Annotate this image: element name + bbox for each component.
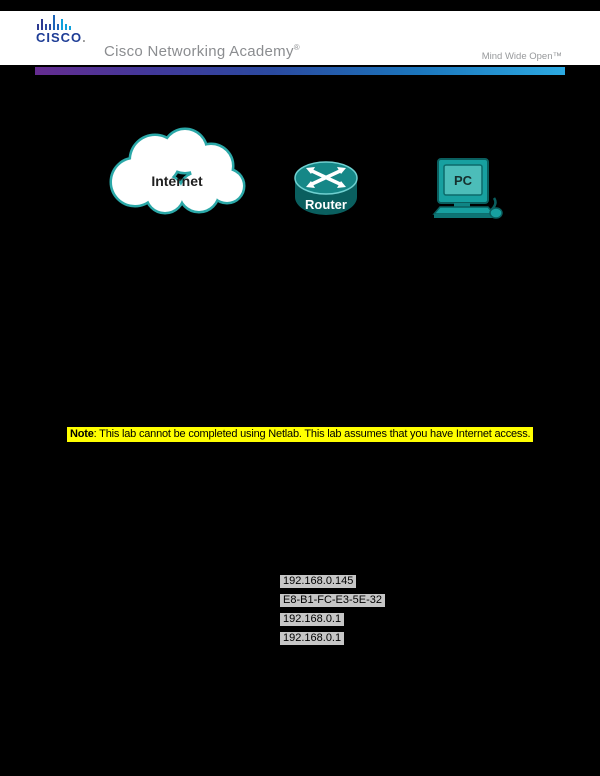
pc-label: PC bbox=[454, 173, 473, 188]
cisco-logo: CISCO. bbox=[36, 15, 106, 59]
cisco-logo-bars-icon bbox=[37, 15, 71, 30]
note-highlight: Note: This lab cannot be completed using… bbox=[67, 427, 534, 442]
academy-title: Cisco Networking Academy® bbox=[104, 43, 300, 60]
tagline: Mind Wide Open™ bbox=[481, 51, 562, 62]
internet-cloud-icon: Internet bbox=[103, 120, 251, 222]
academy-title-text: Cisco Networking Academy bbox=[104, 43, 294, 60]
value-row: 192.168.0.1 bbox=[280, 628, 385, 645]
cisco-wordmark: CISCO. bbox=[36, 31, 106, 44]
value-row: 192.168.0.145 bbox=[280, 571, 385, 588]
mac-address-value: E8-B1-FC-E3-5E-32 bbox=[280, 594, 386, 607]
page-header: CISCO. Cisco Networking Academy® Mind Wi… bbox=[0, 11, 600, 75]
value-row: E8-B1-FC-E3-5E-32 bbox=[280, 590, 386, 607]
router-icon: Router bbox=[293, 156, 359, 223]
router-label: Router bbox=[305, 197, 347, 212]
dhcp-server-value: 192.168.0.1 bbox=[280, 632, 345, 645]
pc-icon: PC bbox=[428, 156, 504, 229]
ip-address-value: 192.168.0.145 bbox=[280, 575, 357, 588]
note-text: : This lab cannot be completed using Net… bbox=[93, 428, 531, 440]
note-label: Note bbox=[70, 428, 94, 440]
cisco-wordmark-text: CISCO bbox=[36, 30, 83, 45]
value-row: 192.168.0.1 bbox=[280, 609, 385, 626]
cisco-wordmark-dot: . bbox=[82, 30, 87, 45]
header-accent-bar bbox=[35, 67, 565, 75]
registered-mark: ® bbox=[293, 43, 300, 52]
gateway-value: 192.168.0.1 bbox=[280, 613, 345, 626]
cloud-label: Internet bbox=[151, 173, 203, 189]
highlighted-values: 192.168.0.145 E8-B1-FC-E3-5E-32 192.168.… bbox=[280, 571, 386, 647]
